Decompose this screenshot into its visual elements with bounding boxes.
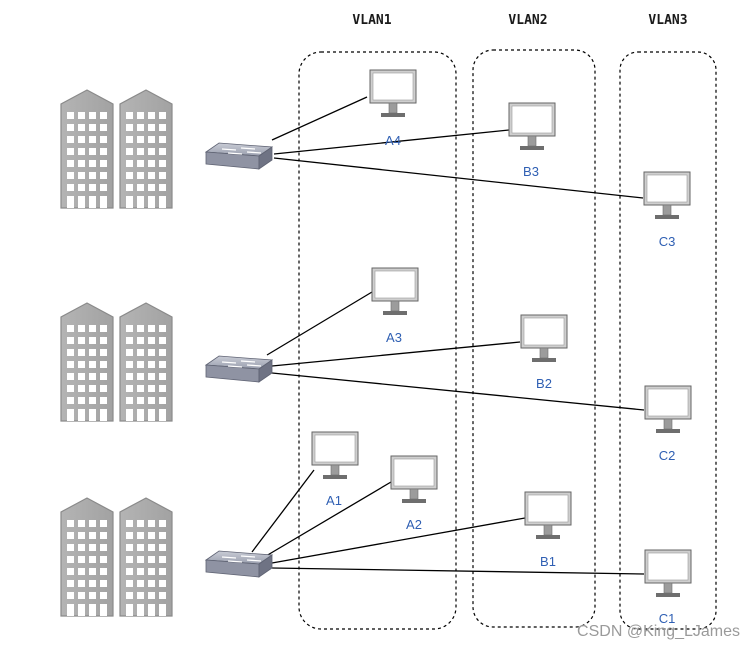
watermark: CSDN @King_LJames	[577, 623, 740, 640]
pc-B1-label: B1	[540, 554, 556, 569]
switch-middle-icon	[205, 355, 273, 383]
pc-A3-icon	[371, 267, 419, 316]
vlan1-boundary	[298, 51, 457, 630]
pc-A1-icon	[311, 431, 359, 480]
pc-A1-label: A1	[326, 493, 342, 508]
switch-top-icon	[205, 142, 273, 170]
pc-C1-label: C1	[659, 611, 676, 626]
building-middle-icon	[61, 303, 172, 421]
vlan2-boundary	[472, 49, 596, 628]
pc-A4-label: A4	[385, 133, 401, 148]
vlan1-label: VLAN1	[352, 13, 391, 28]
pc-B3-icon	[508, 102, 556, 151]
building-bottom-icon	[61, 498, 172, 616]
link-sw-middle-A3	[266, 291, 373, 356]
vlan3-boundary	[619, 51, 717, 630]
switch-bottom-icon	[205, 550, 273, 578]
pc-C2-icon	[644, 385, 692, 434]
pc-C3-icon	[643, 171, 691, 220]
link-sw-top-C3	[273, 157, 644, 199]
link-sw-bottom-C1	[271, 567, 645, 575]
link-sw-middle-C2	[271, 372, 645, 411]
link-sw-bottom-A1	[251, 469, 315, 553]
pc-A4-icon	[369, 69, 417, 118]
pc-A2-label: A2	[406, 517, 422, 532]
link-sw-top-A4	[271, 96, 368, 141]
pc-B2-label: B2	[536, 376, 552, 391]
pc-B2-icon	[520, 314, 568, 363]
pc-C1-icon	[644, 549, 692, 598]
link-sw-middle-B2	[271, 341, 521, 367]
link-sw-bottom-B1	[271, 517, 526, 564]
link-sw-bottom-A2	[265, 481, 392, 557]
building-top-icon	[61, 90, 172, 208]
pc-C3-label: C3	[659, 234, 676, 249]
pc-C2-label: C2	[659, 448, 676, 463]
pc-A3-label: A3	[386, 330, 402, 345]
vlan3-label: VLAN3	[648, 13, 687, 28]
vlan2-label: VLAN2	[508, 13, 547, 28]
link-sw-top-B3	[273, 129, 510, 155]
pc-B1-icon	[524, 491, 572, 540]
pc-B3-label: B3	[523, 164, 539, 179]
pc-A2-icon	[390, 455, 438, 504]
